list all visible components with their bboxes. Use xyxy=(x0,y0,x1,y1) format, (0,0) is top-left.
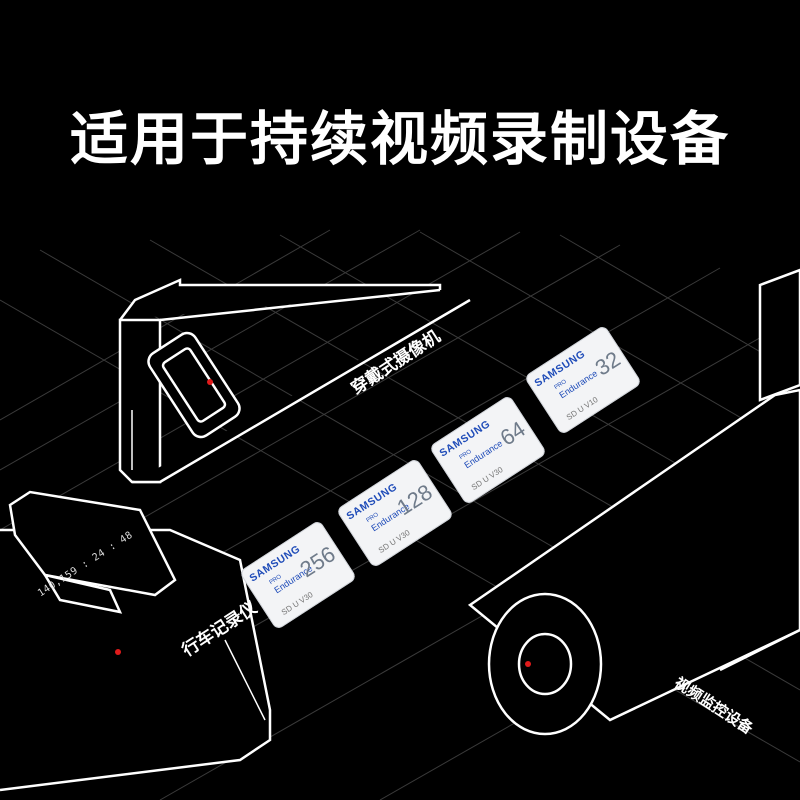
wearable-camera xyxy=(118,278,471,484)
dashcam-record-indicator xyxy=(115,649,121,655)
wearable-record-indicator xyxy=(207,379,213,385)
cctv-camera xyxy=(467,268,800,736)
dashcam xyxy=(0,490,272,792)
headline: 适用于持续视频录制设备 xyxy=(69,105,730,173)
cctv-record-indicator xyxy=(525,661,531,667)
